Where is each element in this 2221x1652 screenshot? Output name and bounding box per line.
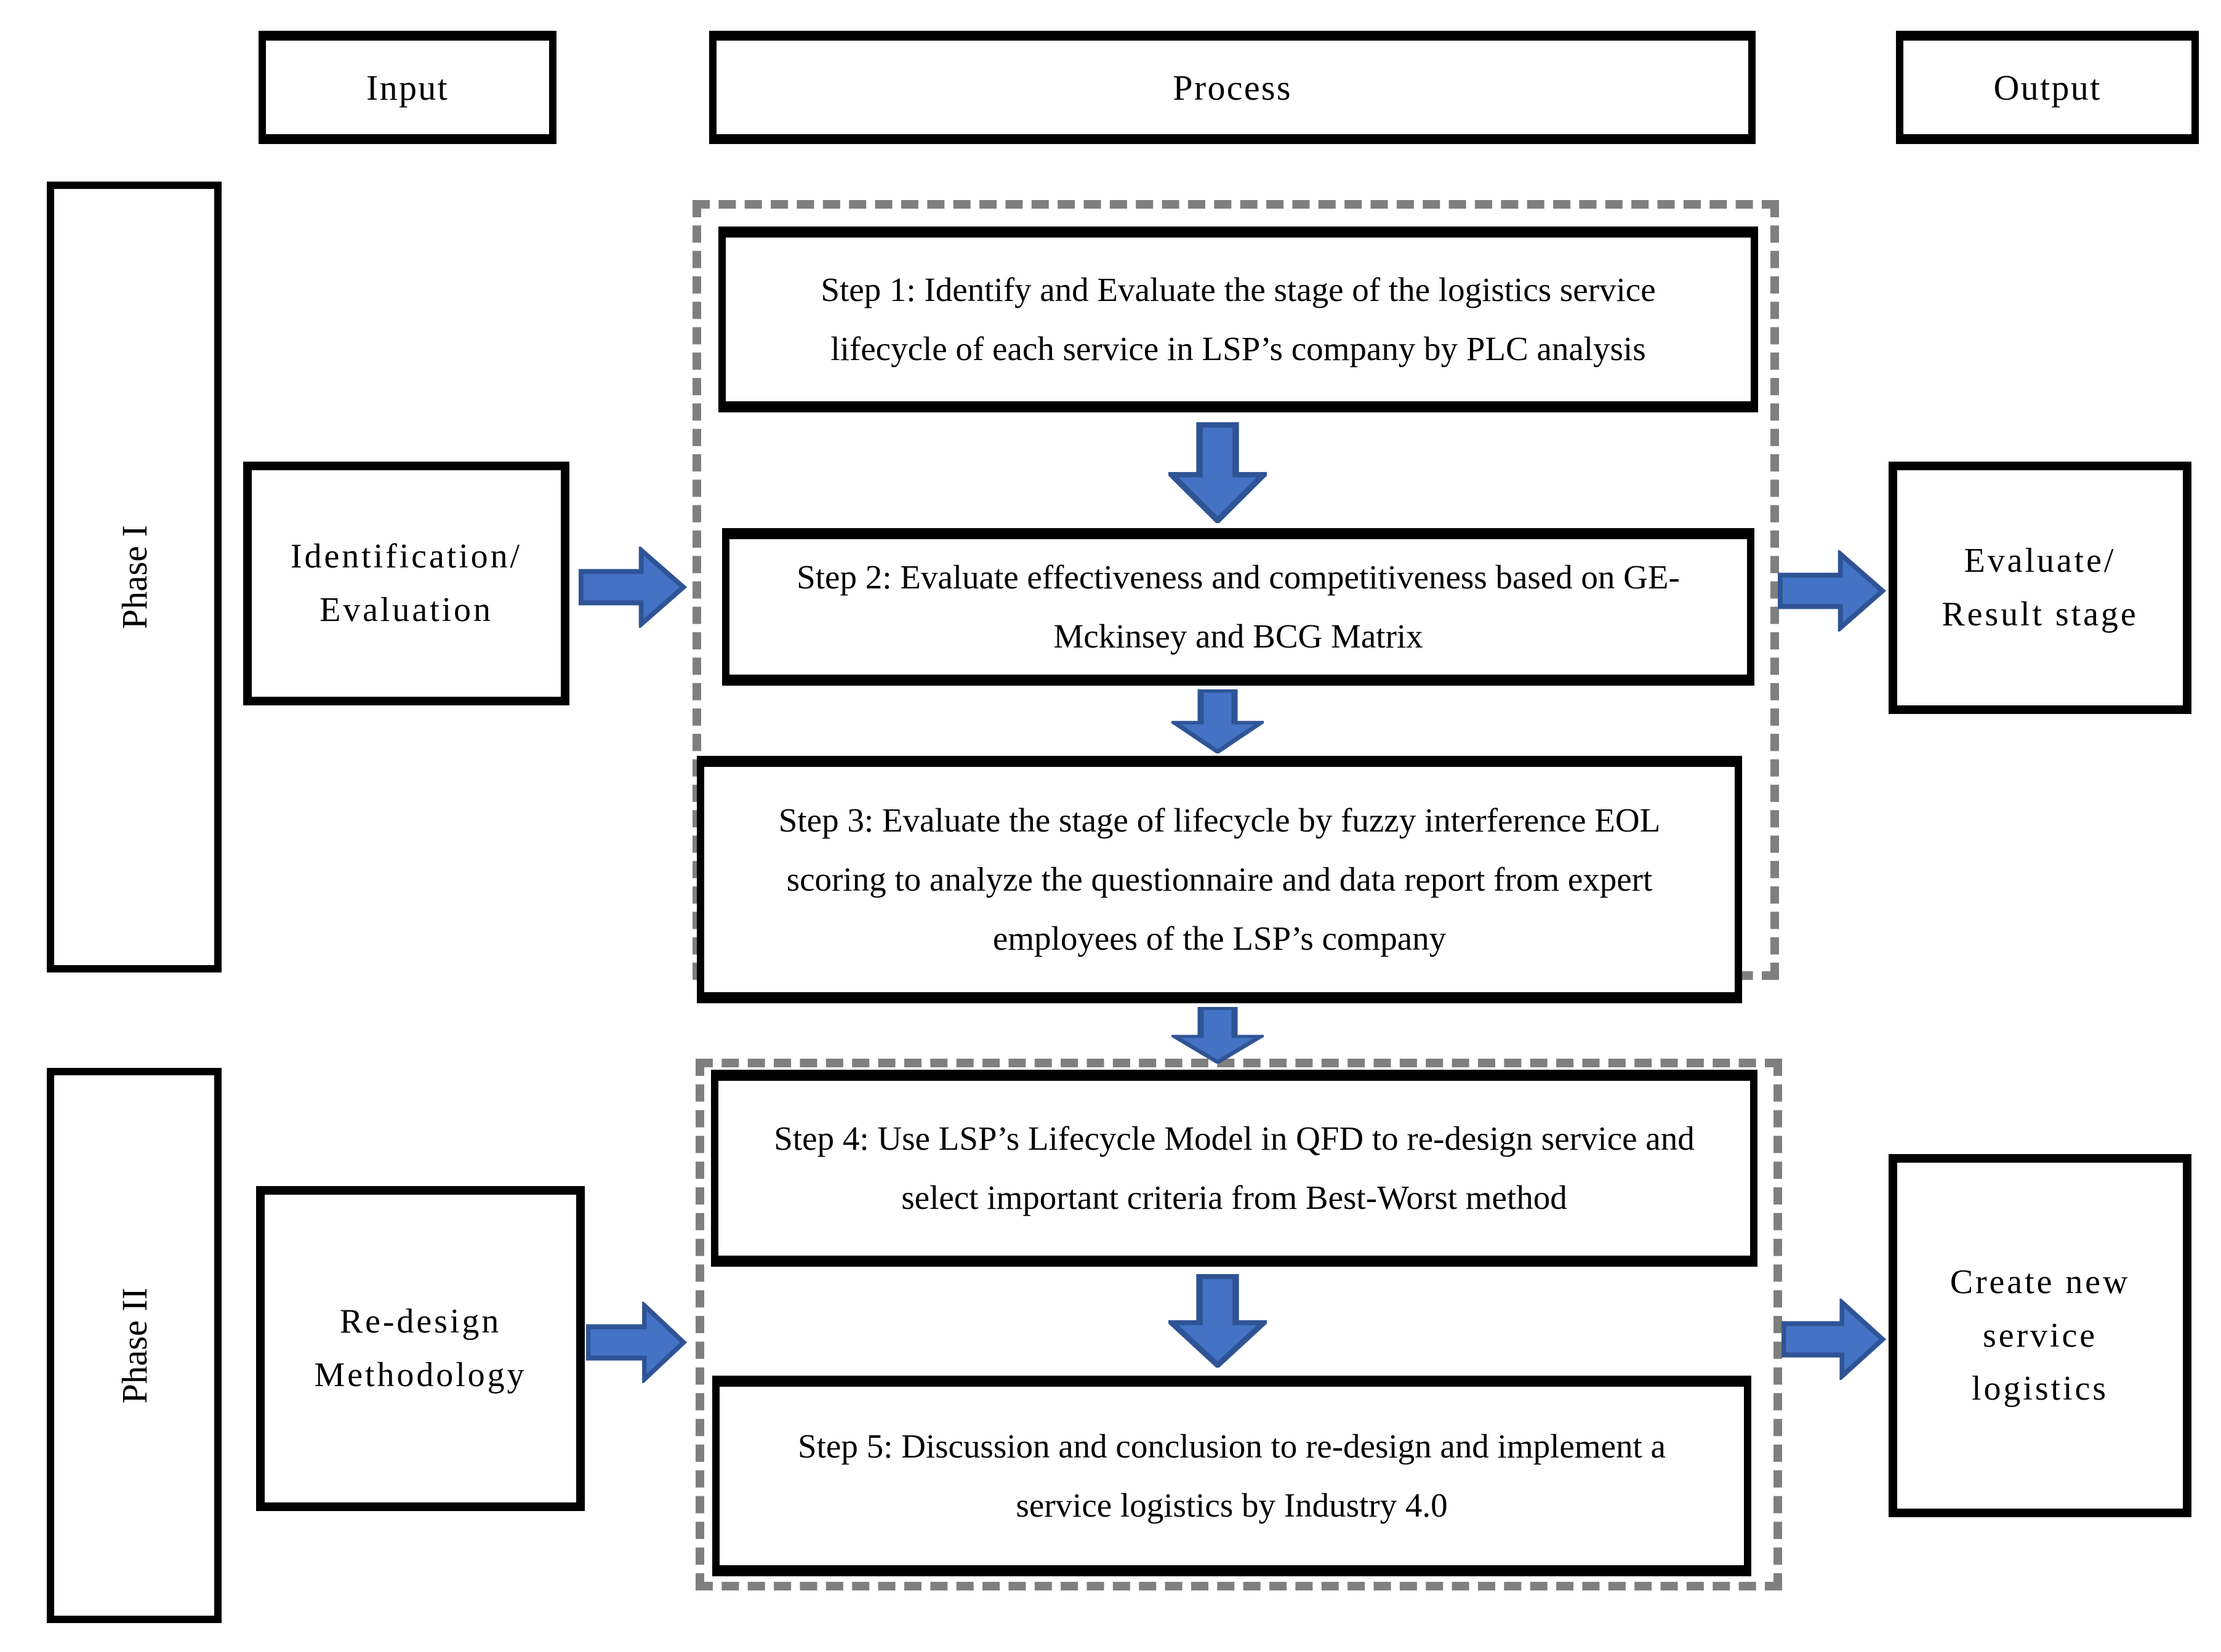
evaluate-result-stage-box: Evaluate/ Result stage <box>1889 462 2191 714</box>
right-arrow-icon-identification-to-process <box>579 547 687 628</box>
create-new-service-logistics-label: Create new service logistics <box>1950 1262 2131 1408</box>
down-arrow-icon-step4-step5 <box>1168 1274 1267 1368</box>
create-new-service-logistics-box: Create new service logistics <box>1889 1154 2191 1517</box>
step4-box: Step 4: Use LSP’s Lifecycle Model in QFD… <box>711 1070 1757 1267</box>
step5-box: Step 5: Discussion and conclusion to re-… <box>712 1376 1751 1576</box>
down-arrow-icon-step1-step2 <box>1168 422 1267 523</box>
output-column-header-label: Output <box>1993 67 2102 108</box>
input-column-header: Input <box>259 31 556 144</box>
right-arrow-icon-process-to-create-service <box>1781 1299 1886 1380</box>
phase2-label: Phase II <box>114 1287 155 1404</box>
step1-box: Step 1: Identify and Evaluate the stage … <box>718 227 1758 412</box>
right-arrow-icon-process-to-evaluate-result <box>1778 550 1886 632</box>
redesign-methodology-label: Re-design Methodology <box>314 1302 527 1394</box>
down-arrow-icon-step3-step4 <box>1171 1007 1264 1064</box>
output-column-header: Output <box>1896 31 2199 144</box>
identification-evaluation-label: Identification/ Evaluation <box>290 537 522 629</box>
phase2-process-group-outline <box>696 1059 1782 1590</box>
step3-box: Step 3: Evaluate the stage of lifecycle … <box>697 756 1742 1003</box>
process-column-header: Process <box>709 31 1756 144</box>
process-column-header-label: Process <box>1173 67 1292 108</box>
step5-text: Step 5: Discussion and conclusion to re-… <box>798 1427 1666 1524</box>
right-arrow-icon-redesign-to-process <box>586 1302 687 1383</box>
down-arrow-icon-step2-step3 <box>1171 689 1264 753</box>
step2-box: Step 2: Evaluate effectiveness and compe… <box>722 528 1754 686</box>
redesign-methodology-box: Re-design Methodology <box>256 1186 585 1511</box>
step2-text: Step 2: Evaluate effectiveness and compe… <box>797 558 1680 655</box>
input-column-header-label: Input <box>366 67 449 108</box>
phase1-label: Phase I <box>114 524 155 630</box>
step1-text: Step 1: Identify and Evaluate the stage … <box>821 270 1656 367</box>
phase2-rail-box: Phase II <box>47 1068 222 1623</box>
step4-text: Step 4: Use LSP’s Lifecycle Model in QFD… <box>774 1119 1695 1216</box>
identification-evaluation-box: Identification/ Evaluation <box>243 462 569 705</box>
phase1-rail-box: Phase I <box>47 182 222 972</box>
evaluate-result-stage-label: Evaluate/ Result stage <box>1942 542 2139 633</box>
step3-text: Step 3: Evaluate the stage of lifecycle … <box>778 801 1661 958</box>
